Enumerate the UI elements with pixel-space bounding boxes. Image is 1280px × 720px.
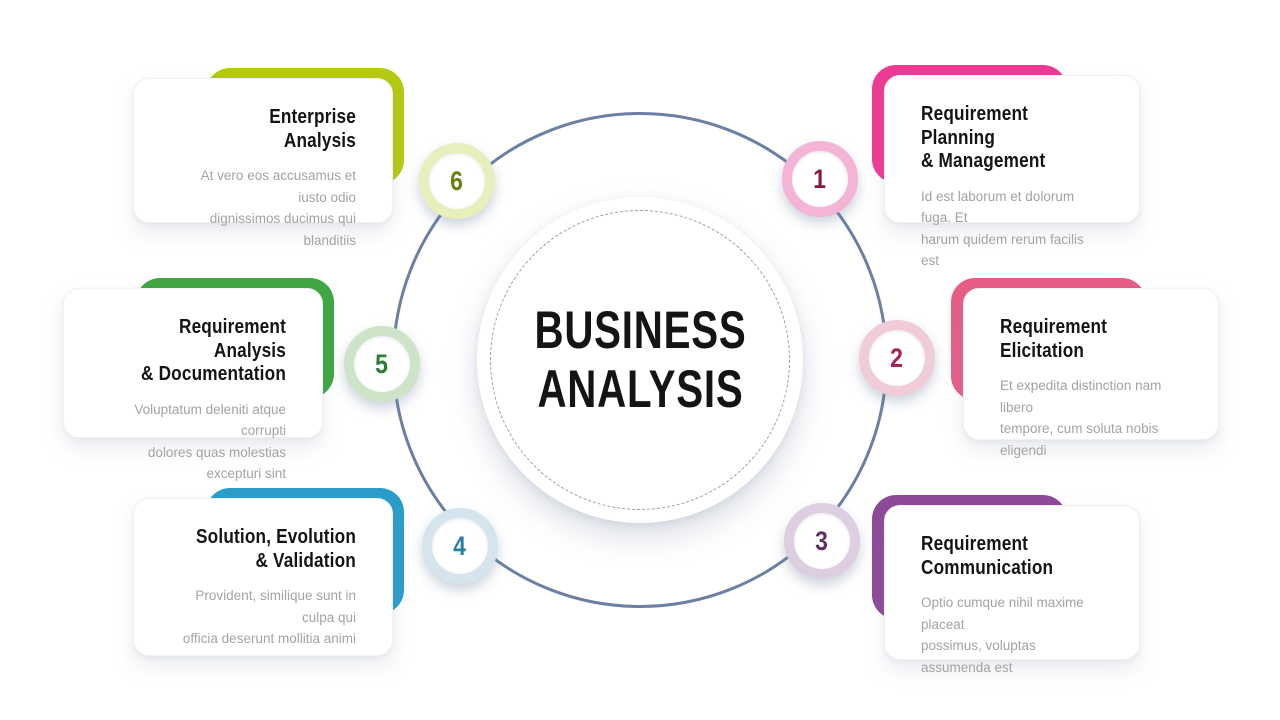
- card-panel: Requirement Planning & Management Id est…: [884, 75, 1140, 268]
- card-description: At vero eos accusamus et iusto odio dign…: [200, 168, 356, 248]
- card-title: Requirement Elicitation: [1000, 316, 1108, 362]
- card-panel: Requirement Communication Optio cumque n…: [884, 505, 1140, 675]
- card-solution-evolution-validation: Solution, Evolution & Validation Provide…: [133, 488, 404, 656]
- card-enterprise-analysis: Enterprise Analysis At vero eos accusamu…: [133, 68, 404, 248]
- step-badge-4: 4: [422, 508, 498, 584]
- step-badge-1: 1: [782, 141, 858, 217]
- diagram-title: BUSINESS ANALYSIS: [533, 301, 746, 419]
- center-circle: BUSINESS ANALYSIS: [477, 197, 803, 523]
- card-title: Solution, Evolution & Validation: [196, 526, 356, 572]
- card-title: Requirement Analysis & Documentation: [141, 316, 286, 385]
- step-badge-3: 3: [784, 503, 860, 579]
- step-badge-2: 2: [859, 320, 935, 396]
- card-requirement-analysis-documentation: Requirement Analysis & Documentation Vol…: [63, 278, 334, 481]
- dashed-circle: [490, 210, 790, 510]
- step-badge-6: 6: [419, 143, 495, 219]
- card-panel: Requirement Elicitation Et expedita dist…: [963, 288, 1219, 458]
- card-title: Enterprise Analysis: [269, 106, 356, 152]
- step-number-2: 2: [890, 342, 904, 373]
- step-number-1: 1: [813, 163, 827, 194]
- card-requirement-communication: Requirement Communication Optio cumque n…: [872, 495, 1140, 675]
- step-number-4: 4: [453, 530, 467, 561]
- card-requirement-planning-management: Requirement Planning & Management Id est…: [872, 65, 1140, 268]
- card-description: Optio cumque nihil maxime placeat possim…: [921, 595, 1084, 675]
- card-panel: Requirement Analysis & Documentation Vol…: [63, 288, 323, 481]
- card-description: Provident, similique sunt in culpa qui o…: [182, 588, 356, 646]
- card-requirement-elicitation: Requirement Elicitation Et expedita dist…: [951, 278, 1219, 458]
- step-number-6: 6: [450, 165, 464, 196]
- card-description: Id est laborum et dolorum fuga. Et harum…: [921, 188, 1084, 269]
- step-badge-5: 5: [344, 326, 420, 402]
- card-description: Voluptatum deleniti atque corrupti dolor…: [134, 401, 286, 482]
- step-number-3: 3: [815, 525, 829, 556]
- card-title: Requirement Communication: [921, 533, 1054, 579]
- card-panel: Solution, Evolution & Validation Provide…: [133, 498, 393, 656]
- card-panel: Enterprise Analysis At vero eos accusamu…: [133, 78, 393, 248]
- card-title: Requirement Planning & Management: [921, 103, 1046, 172]
- card-description: Et expedita distinction nam libero tempo…: [1000, 378, 1162, 458]
- step-number-5: 5: [375, 348, 389, 379]
